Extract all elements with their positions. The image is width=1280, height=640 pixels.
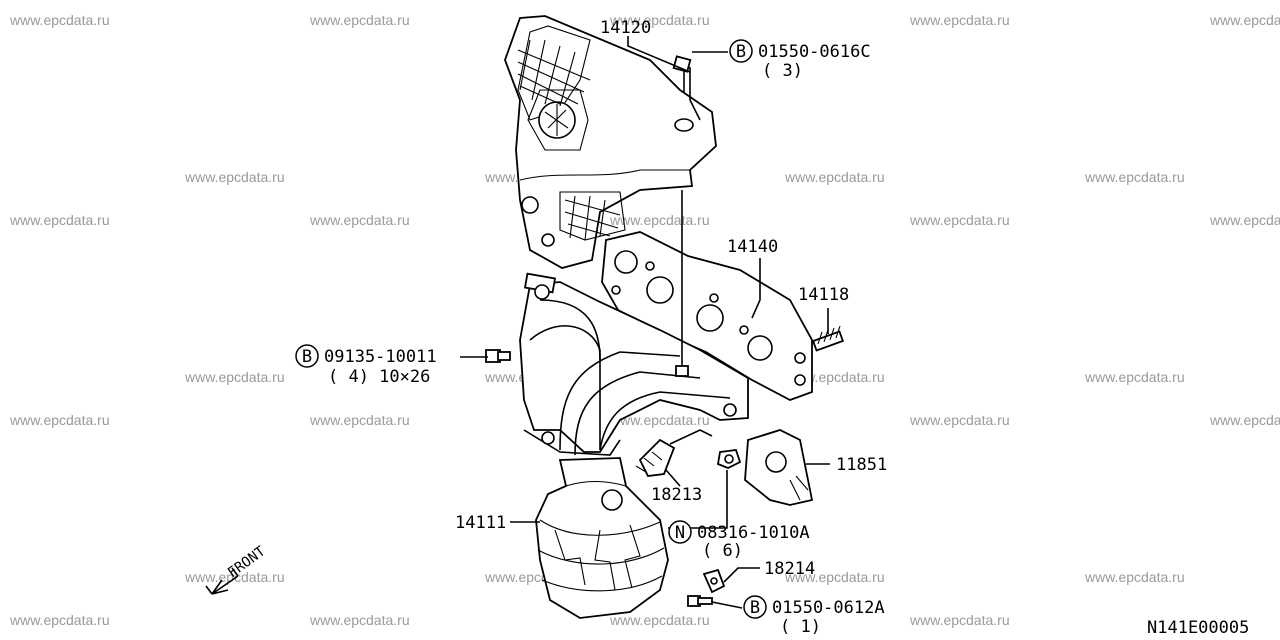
fastener-letter-b: B bbox=[750, 598, 760, 618]
watermark-text: www.epcdata.ru bbox=[784, 169, 885, 185]
watermark-text: www.epcdata.ru bbox=[909, 412, 1010, 428]
diagram-code: N141E00005 bbox=[1147, 618, 1249, 638]
fastener-quantity: ( 4) 10×26 bbox=[328, 367, 430, 387]
watermark-text: www.epcdata.ru bbox=[309, 612, 410, 628]
fastener-part-number: 01550-0612A bbox=[772, 598, 885, 618]
watermark-text: www.epcdata.ru bbox=[184, 369, 285, 385]
fastener-callout: N 08316-1010A ( 6) bbox=[668, 520, 810, 561]
watermark-text: www.epcdata.ru bbox=[309, 412, 410, 428]
watermark-text: www.epcdata.ru bbox=[609, 612, 710, 628]
front-arrow-icon bbox=[205, 567, 239, 595]
fastener-part-number: 09135-10011 bbox=[324, 347, 437, 367]
oxygen-sensor-18213 bbox=[635, 429, 713, 477]
fastener-part-number: 01550-0616C bbox=[758, 42, 871, 62]
watermark-text: www.epcdata.ru bbox=[909, 212, 1010, 228]
fastener-quantity: ( 6) bbox=[702, 541, 743, 561]
fastener-quantity: ( 1) bbox=[780, 617, 821, 637]
watermark-text: www.epcdata.ru bbox=[9, 12, 110, 28]
callout-18214: 18214 bbox=[764, 559, 815, 579]
fastener-quantity: ( 3) bbox=[762, 61, 803, 81]
watermark-text: www.epcdata.ru bbox=[9, 212, 110, 228]
stud-nut bbox=[675, 365, 689, 377]
watermark-text: www.epcdata.ru bbox=[184, 569, 285, 585]
fastener-callout: B 09135-10011 ( 4) 10×26 bbox=[295, 344, 437, 387]
fastener-part-number: 08316-1010A bbox=[697, 523, 810, 543]
bracket-11851 bbox=[744, 429, 814, 506]
bracket-18214 bbox=[702, 568, 726, 594]
watermark-text: www.epcdata.ru bbox=[309, 212, 410, 228]
watermark-text: www.epcdata.ru bbox=[1209, 412, 1280, 428]
catalytic-converter-14111 bbox=[535, 457, 669, 619]
callout-14120: 14120 bbox=[600, 18, 651, 38]
fastener-letter-b: B bbox=[736, 42, 746, 62]
bolt-01550-0612a bbox=[687, 595, 713, 607]
fastener-callout: B 01550-0616C ( 3) bbox=[729, 39, 871, 81]
watermark-text: www.epcdata.ru bbox=[609, 12, 710, 28]
watermark-text: www.epcdata.ru bbox=[609, 412, 710, 428]
watermark-text: www.epcdata.ru bbox=[609, 212, 710, 228]
watermark-text: www.epcdata.ru bbox=[1084, 369, 1185, 385]
watermark-text: www.epcdata.ru bbox=[309, 12, 410, 28]
stud-14118 bbox=[811, 325, 845, 352]
watermark-text: www.epcdata.ru bbox=[1084, 169, 1185, 185]
watermark-text: www.epcdata.ru bbox=[9, 612, 110, 628]
bolt-01550-0616c bbox=[672, 55, 701, 121]
callout-11851: 11851 bbox=[836, 455, 887, 475]
watermark-text: www.epcdata.ru bbox=[1084, 569, 1185, 585]
watermark-layer: www.epcdata.ru www.epcdata.ru www.epcdat… bbox=[9, 12, 1280, 628]
watermark-text: www.epcdata.ru bbox=[1209, 212, 1280, 228]
fastener-letter-b: B bbox=[302, 347, 312, 367]
watermark-text: www.epcdata.ru bbox=[909, 12, 1010, 28]
fastener-callout: B 01550-0612A ( 1) bbox=[743, 595, 885, 637]
watermark-text: www.epcdata.ru bbox=[784, 569, 885, 585]
callout-14111: 14111 bbox=[455, 513, 506, 533]
watermark-text: www.epcdata.ru bbox=[184, 169, 285, 185]
callout-14118: 14118 bbox=[798, 285, 849, 305]
exhaust-manifold bbox=[519, 272, 749, 456]
insulator-grid-pattern bbox=[517, 39, 621, 241]
callout-14140: 14140 bbox=[727, 237, 778, 257]
bolt-09135-10011 bbox=[485, 349, 511, 363]
watermark-text: www.epcdata.ru bbox=[9, 412, 110, 428]
watermark-text: www.epcdata.ru bbox=[909, 612, 1010, 628]
callout-18213: 18213 bbox=[651, 485, 702, 505]
fastener-letter-n: N bbox=[675, 523, 685, 543]
watermark-text: www.epcdata.ru bbox=[1209, 12, 1280, 28]
nut-08316-1010a bbox=[716, 449, 742, 469]
heat-insulator-14120 bbox=[504, 15, 717, 269]
